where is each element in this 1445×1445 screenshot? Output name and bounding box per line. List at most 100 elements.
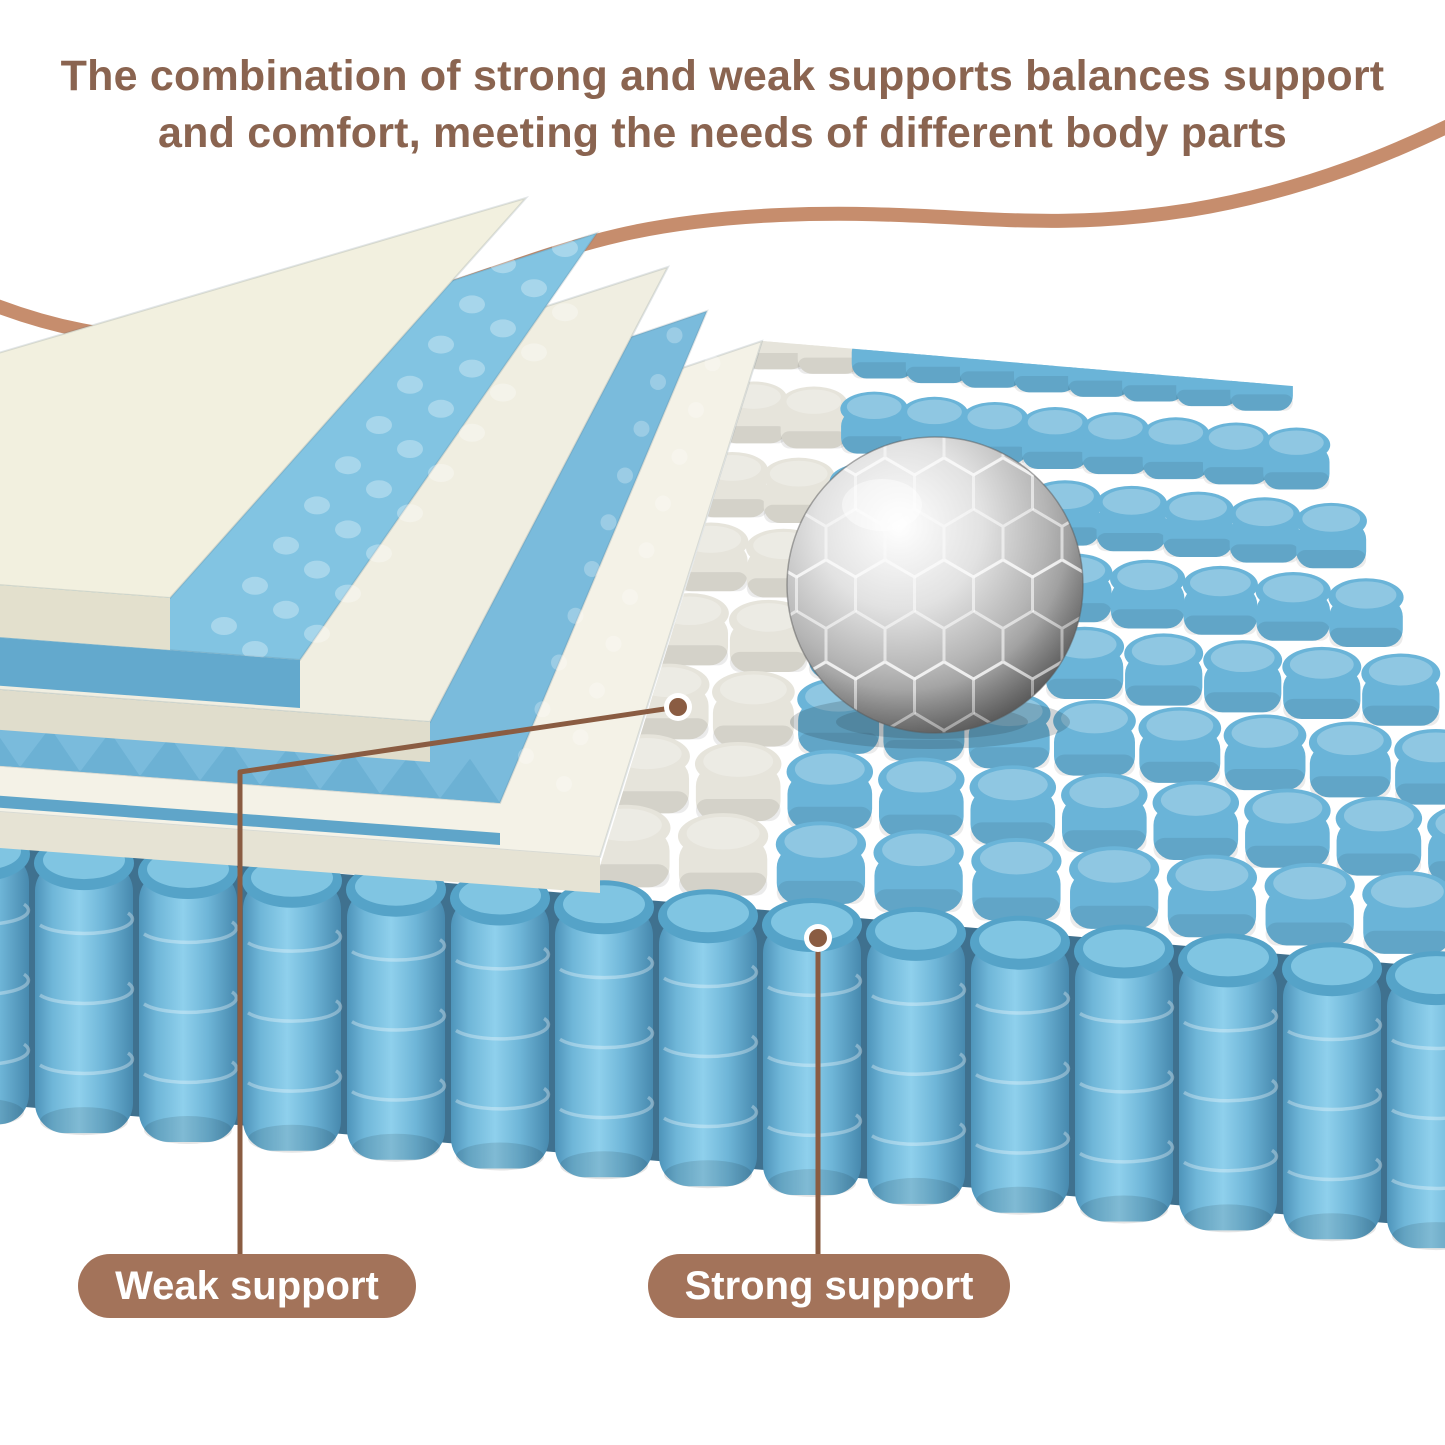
pocket-coil	[1013, 341, 1078, 393]
weak-support-leader-line	[237, 704, 681, 1259]
foam-ripple	[366, 416, 392, 434]
title-line-2: and comfort, meeting the needs of differ…	[158, 108, 1287, 157]
foam-bump	[534, 701, 551, 718]
foam-ripple	[521, 279, 547, 298]
pocket-coil	[1138, 707, 1222, 783]
strong-support-label-text: Strong support	[684, 1263, 974, 1308]
pocket-coil-front	[864, 905, 968, 1208]
pocket-coil	[1069, 846, 1160, 929]
pocket-coil-front	[344, 860, 448, 1164]
pocket-coil	[878, 757, 965, 837]
pocket-coil	[1141, 417, 1210, 480]
pocket-coil-front	[136, 843, 240, 1146]
ball-outline	[786, 436, 1084, 734]
pocket-coil	[1152, 780, 1240, 860]
strong-support-label: Strong support	[648, 1254, 1010, 1318]
foam-bump	[551, 654, 567, 671]
pocket-coil-front	[552, 878, 656, 1182]
pocket-coil	[694, 741, 782, 822]
foam-ripple	[335, 584, 361, 603]
pocket-coil-front	[32, 834, 136, 1137]
foam-eggcrate-spikes	[0, 727, 500, 803]
foam-spike	[260, 745, 320, 790]
pocket-coil	[1262, 427, 1331, 490]
page-title: The combination of strong and weak suppo…	[0, 48, 1445, 162]
foam-layer-cream-top	[0, 196, 530, 600]
foam-bump	[600, 514, 617, 531]
foam-ripple	[552, 239, 578, 257]
foam-ripple	[428, 399, 454, 418]
foam-layer-white-face	[0, 812, 600, 893]
pocket-coil	[779, 386, 848, 449]
foam-bump	[666, 327, 683, 344]
foam-layers	[0, 196, 764, 893]
foam-ripple	[490, 255, 516, 274]
foam-layer-ivory-face	[0, 689, 430, 762]
pocket-coil	[1223, 714, 1307, 791]
foam-layer-convolute-face	[0, 637, 300, 708]
foam-ripple	[366, 480, 392, 499]
foam-bump	[567, 607, 584, 624]
foam-ripple	[242, 641, 268, 659]
pocket-coil	[1166, 854, 1258, 938]
foam-ripple	[335, 520, 361, 539]
foam-ripple	[397, 440, 423, 458]
foam-ripple	[428, 335, 454, 354]
foam-layer-cream-face	[0, 585, 170, 650]
foam-spike	[320, 749, 380, 794]
pocket-coil	[712, 670, 795, 747]
foam-bump	[671, 448, 688, 465]
foam-bump	[605, 635, 622, 652]
pocket-coil	[971, 837, 1062, 921]
foam-convolute-ripples	[211, 215, 609, 683]
foam-ripple	[242, 576, 268, 595]
ball-shading	[787, 437, 1083, 733]
pocket-coil	[1362, 871, 1445, 954]
pocket-coil	[677, 813, 769, 896]
pocket-coil-front	[240, 852, 344, 1155]
foam-spike	[80, 731, 140, 777]
foam-ripple	[273, 600, 299, 619]
strong-support-marker-dot	[804, 924, 832, 952]
foam-ripple	[521, 215, 547, 233]
pocket-coil	[1394, 728, 1445, 805]
ball-highlight	[842, 479, 922, 531]
pocket-coil	[1182, 565, 1258, 635]
pocket-coil	[959, 341, 1024, 388]
pocket-coil	[1067, 341, 1132, 397]
foam-ripple	[304, 624, 330, 643]
pocket-coil	[1228, 497, 1301, 563]
foam-bump	[655, 495, 671, 512]
callout-leaders	[237, 704, 821, 1259]
pocket-coil	[873, 829, 964, 913]
pocket-coil	[1264, 862, 1355, 946]
foam-ripple	[583, 263, 609, 281]
foam-spike	[20, 727, 80, 772]
foam-ripple	[366, 544, 392, 563]
weak-support-label-text: Weak support	[115, 1263, 379, 1308]
pocket-coil-front	[656, 887, 760, 1190]
pocket-coil	[786, 749, 874, 829]
foam-bump	[518, 748, 534, 764]
pocket-coil-front	[448, 869, 552, 1173]
pocket-coil	[1121, 343, 1186, 402]
foam-ripple	[459, 359, 485, 378]
steel-ball	[786, 436, 1084, 749]
pocket-coil	[1361, 653, 1441, 726]
pocket-coil	[905, 341, 970, 384]
pocket-coil-front	[1176, 931, 1280, 1235]
pocket-coil	[1328, 578, 1404, 647]
pocket-coil	[1427, 804, 1445, 884]
foam-bump	[572, 729, 589, 746]
foam-bump	[622, 589, 638, 605]
foam-ripple	[490, 383, 516, 402]
foam-bump	[584, 561, 600, 577]
foam-ripple	[459, 295, 485, 314]
foam-ripple	[273, 536, 299, 555]
foam-bump	[633, 420, 650, 437]
pocket-coil	[797, 341, 861, 374]
pocket-coil-front	[1280, 940, 1384, 1243]
foam-bump	[650, 374, 666, 390]
pocket-coil	[1308, 721, 1392, 798]
pocket-coil	[969, 765, 1057, 845]
